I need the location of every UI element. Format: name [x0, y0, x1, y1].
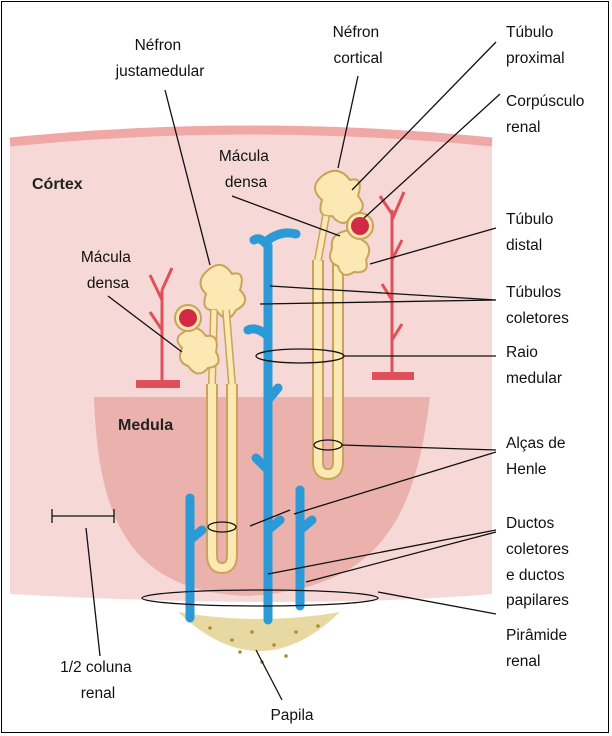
- papilla: [178, 612, 340, 651]
- arcuate-vessel-left: [136, 380, 180, 388]
- alcas-de-henle-label: Alças de Henle: [506, 435, 570, 478]
- papila-label: Papila: [270, 707, 313, 724]
- cortical-glomerulus: [351, 217, 369, 235]
- piramide-renal-label: Pirâmide renal: [506, 627, 571, 670]
- nefron-cortical-label: Néfron cortical: [333, 24, 384, 67]
- cortex-label: Córtex: [32, 176, 83, 193]
- medulla-label: Medula: [118, 417, 173, 434]
- ductos-coletores-label: Ductos coletores e ductos papilares: [506, 515, 573, 609]
- nefron-justamedular-label: Néfron justamedular: [115, 37, 205, 80]
- tubulos-coletores-label: Túbulos coletores: [506, 284, 569, 327]
- raio-medular-label: Raio medular: [506, 344, 562, 387]
- tubulo-proximal-label: Túbulo proximal: [506, 24, 565, 67]
- corpusculo-renal-label: Corpúsculo renal: [506, 93, 589, 136]
- tubulo-distal-label: Túbulo distal: [506, 211, 558, 254]
- arcuate-vessel-right: [372, 372, 414, 380]
- coluna-renal-label: 1/2 coluna renal: [60, 659, 136, 702]
- juxtamedullary-glomerulus: [179, 309, 197, 327]
